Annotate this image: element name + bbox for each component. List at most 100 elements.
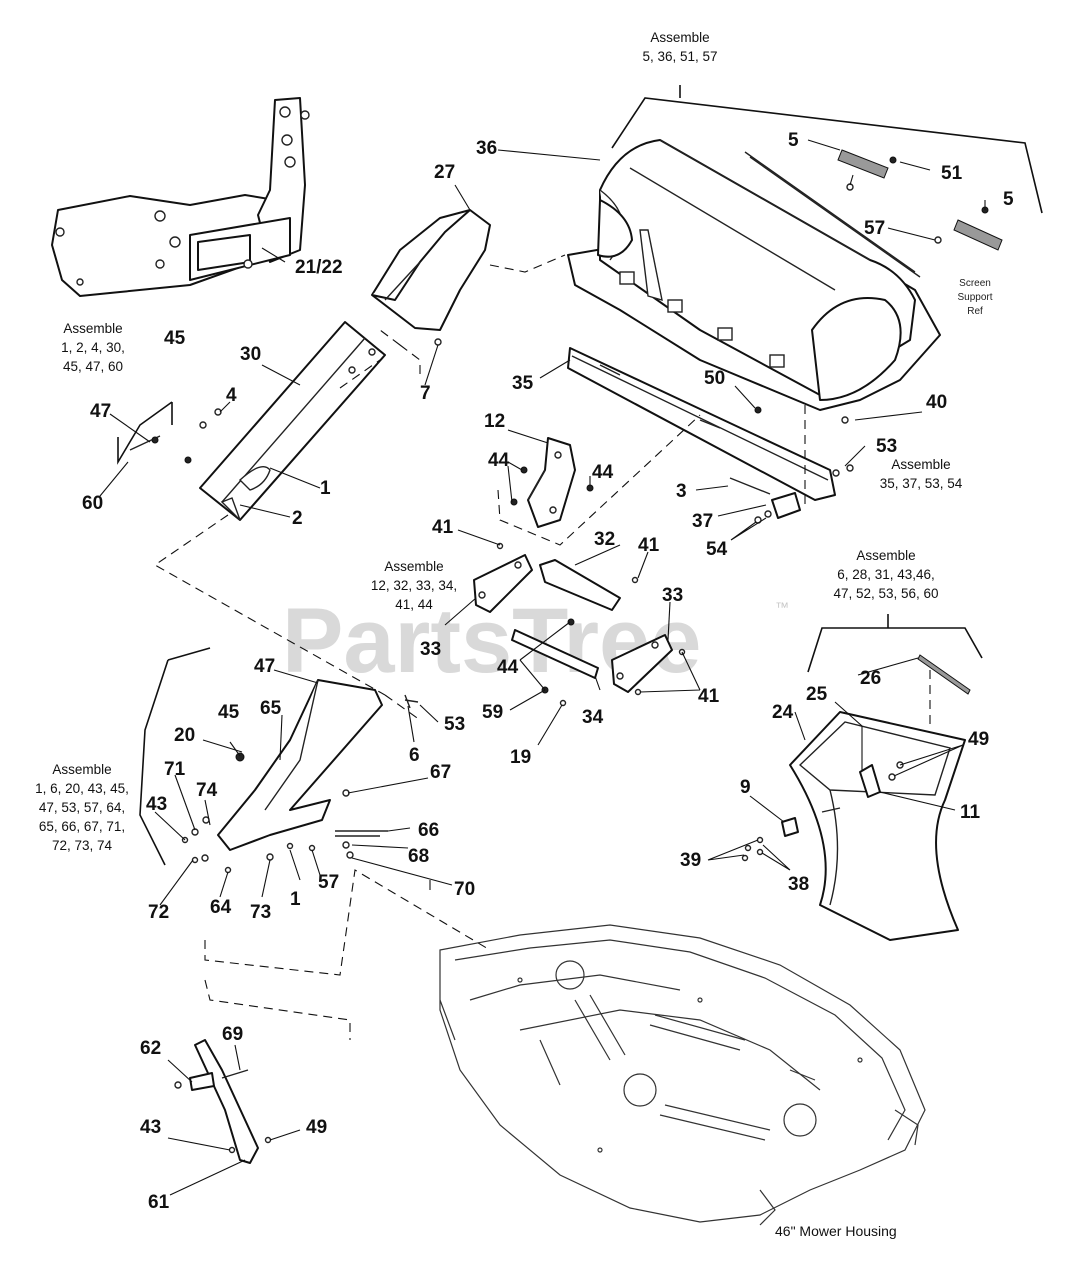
part-callouts: 36 5 51 5 57 27 21/22 30 45 4 47 60 1 2 … (82, 130, 1014, 1213)
callout-72: 72 (148, 902, 169, 923)
callout-74: 74 (196, 780, 218, 801)
assembly-note-line: 12, 32, 33, 34, (371, 578, 457, 593)
callout-54: 54 (706, 539, 728, 560)
callout-35: 35 (512, 373, 534, 394)
callout-25: 25 (806, 684, 828, 705)
assembly-note-line: 72, 73, 74 (52, 838, 113, 853)
callout-33: 33 (420, 639, 441, 660)
callout-44: 44 (488, 450, 510, 471)
callout-1: 1 (290, 889, 301, 910)
callout-73: 73 (250, 902, 271, 923)
callout-5: 5 (1003, 189, 1014, 210)
callout-57: 57 (864, 218, 885, 239)
callout-49: 49 (306, 1117, 327, 1138)
callout-33: 33 (662, 585, 683, 606)
clamp-drawing (729, 477, 801, 524)
assembly-brackets (117, 85, 1043, 866)
assembly-note-line: Assemble (384, 559, 443, 574)
frame-bracket-drawing (51, 97, 310, 297)
assembly-note-line: 5, 36, 51, 57 (642, 49, 717, 64)
callout-27: 27 (434, 162, 455, 183)
lower-chute-drawing (181, 679, 419, 874)
catcher-lid-drawing (567, 139, 941, 411)
callout-47: 47 (254, 656, 275, 677)
assembly-note-line: Assemble (63, 321, 122, 336)
callout-57: 57 (318, 872, 339, 893)
callout-49: 49 (968, 729, 989, 750)
bracket-32-drawing (473, 542, 686, 707)
callout-2: 2 (292, 508, 303, 529)
callout-7: 7 (420, 383, 431, 404)
callout-64: 64 (210, 897, 232, 918)
assembly-note-line: 65, 66, 67, 71, (39, 819, 125, 834)
chute-tube-drawing (199, 321, 386, 521)
assembly-note-top: Assemble 5, 36, 51, 57 (642, 30, 717, 64)
assembly-note-left-chute: Assemble 1, 2, 4, 30, 45, 47, 60 (61, 321, 125, 374)
callout-1: 1 (320, 478, 331, 499)
callout-62: 62 (140, 1038, 161, 1059)
callout-24: 24 (772, 702, 794, 723)
callout-47: 47 (90, 401, 111, 422)
callout-70: 70 (454, 879, 475, 900)
callout-32: 32 (594, 529, 615, 550)
assembly-note-line: 45, 47, 60 (63, 359, 123, 374)
callout-44: 44 (592, 462, 614, 483)
callout-12: 12 (484, 411, 505, 432)
callout-30: 30 (240, 344, 261, 365)
callout-37: 37 (692, 511, 713, 532)
callout-39: 39 (680, 850, 701, 871)
connection-lines (153, 254, 931, 1040)
callout-5: 5 (788, 130, 799, 151)
screen-support-note-line: Screen (959, 278, 991, 289)
deflector-drawing (174, 1039, 272, 1164)
callout-66: 66 (418, 820, 439, 841)
callout-20: 20 (174, 725, 195, 746)
callout-53: 53 (876, 436, 897, 457)
callout-36: 36 (476, 138, 497, 159)
callout-45: 45 (218, 702, 240, 723)
assembly-note-line: 1, 2, 4, 30, (61, 340, 125, 355)
watermark-trademark: ™ (775, 599, 789, 615)
callout-9: 9 (740, 777, 751, 798)
callout-4: 4 (226, 385, 237, 406)
callout-40: 40 (926, 392, 947, 413)
screen-support-note: Screen Support Ref (957, 278, 992, 317)
callout-3: 3 (676, 481, 687, 502)
callout-41: 41 (432, 517, 454, 538)
callout-69: 69 (222, 1024, 243, 1045)
assembly-note-line: 47, 53, 57, 64, (39, 800, 125, 815)
assembly-note-line: 41, 44 (395, 597, 433, 612)
assembly-note-line: 6, 28, 31, 43,46, (837, 567, 935, 582)
callout-38: 38 (788, 874, 809, 895)
callout-44: 44 (497, 657, 519, 678)
callout-19: 19 (510, 747, 531, 768)
callout-67: 67 (430, 762, 451, 783)
callout-60: 60 (82, 493, 103, 514)
callout-71: 71 (164, 759, 186, 780)
assembly-note-line: Assemble (891, 457, 950, 472)
callout-68: 68 (408, 846, 429, 867)
callout-50: 50 (704, 368, 725, 389)
callout-61: 61 (148, 1192, 170, 1213)
callout-53: 53 (444, 714, 465, 735)
callout-21-22: 21/22 (295, 257, 343, 278)
mower-housing-caption: 46" Mower Housing (775, 1223, 897, 1239)
callout-51: 51 (941, 163, 963, 184)
callout-41: 41 (698, 686, 720, 707)
screen-support-note-line: Support (957, 292, 992, 303)
assembly-note-bag: Assemble 6, 28, 31, 43,46, 47, 52, 53, 5… (833, 548, 938, 601)
assembly-note-line: Assemble (856, 548, 915, 563)
assembly-note-rail: Assemble 35, 37, 53, 54 (880, 457, 963, 491)
screen-support-drawing (837, 149, 1003, 251)
rail-drawing (567, 347, 854, 501)
callout-11: 11 (960, 802, 981, 823)
assembly-note-line: 47, 52, 53, 56, 60 (833, 586, 938, 601)
callout-65: 65 (260, 698, 282, 719)
catcher-bag-drawing (741, 654, 971, 941)
callout-43: 43 (140, 1117, 161, 1138)
assembly-note-line: 35, 37, 53, 54 (880, 476, 963, 491)
assembly-note-line: 1, 6, 20, 43, 45, (35, 781, 129, 796)
screen-support-note-line: Ref (967, 306, 983, 317)
assembly-note-line: Assemble (650, 30, 709, 45)
